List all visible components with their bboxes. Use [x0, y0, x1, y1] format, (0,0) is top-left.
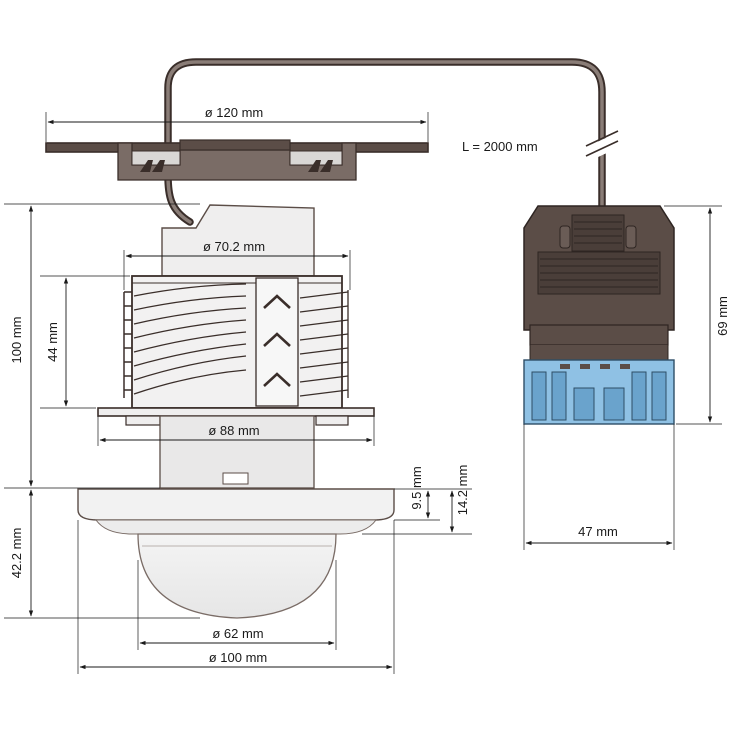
- label-connector-height: 69 mm: [715, 296, 730, 336]
- clamp-arms: [133, 283, 247, 395]
- label-cable-length: L = 2000 mm: [462, 139, 538, 154]
- chevron-up-icon: [263, 294, 291, 387]
- label-flange-diameter: ø 88 mm: [208, 423, 259, 438]
- label-connector-width: 47 mm: [578, 524, 618, 539]
- dimension-labels: ø 120 mm L = 2000 mm ø 70.2 mm ø 88 mm ø…: [9, 105, 730, 665]
- label-mount-diameter: ø 120 mm: [205, 105, 264, 120]
- dimension-lines: [4, 112, 722, 674]
- plug-connector: [523, 205, 675, 425]
- label-total-height: 100 mm: [9, 317, 24, 364]
- sensor-housing: [77, 204, 395, 619]
- label-cover-height: 14.2 mm: [455, 465, 470, 516]
- label-clamp-height: 44 mm: [45, 322, 60, 362]
- label-cover-diameter: ø 100 mm: [209, 650, 268, 665]
- label-ring-height: 9.5 mm: [409, 466, 424, 509]
- cable: [164, 58, 619, 226]
- clamp-ribs-right: [299, 290, 349, 398]
- label-lens-diameter: ø 62 mm: [212, 626, 263, 641]
- label-body-diameter: ø 70.2 mm: [203, 239, 265, 254]
- mounting-plate: [45, 139, 429, 181]
- label-lower-height: 42.2 mm: [9, 528, 24, 579]
- clamp-ribs-left: [123, 291, 132, 398]
